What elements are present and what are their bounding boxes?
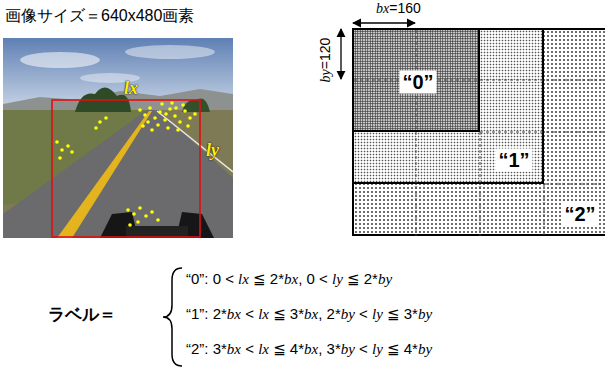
curly-brace [163,268,182,366]
rule-line: “2”: 3*bx < lx ≦ 4*bx, 3*by < ly ≦ 4*by [186,340,432,358]
cell-height-label: by=120 [317,38,335,83]
width-label: lx [124,78,138,100]
feature-points [55,101,197,227]
by-dimension-arrow [340,29,341,79]
region-label: “0” [399,71,436,94]
label-region: “0” [352,28,480,132]
label-region: “1” “0” [352,28,544,184]
region-label: “2” [561,203,598,226]
rule-line: “0”: 0 < lx ≦ 2*bx, 0 < ly ≦ 2*by [186,270,392,288]
photo-scene [3,38,233,238]
bx-dimension-arrow [353,22,415,23]
image-size-caption: 画像サイズ＝640x480画素 [5,6,194,25]
label-region: “2” “1” “0” [352,28,605,236]
rule-line: “1”: 2*bx < lx ≦ 3*bx, 2*by < ly ≦ 3*by [186,305,432,323]
height-label: ly [206,140,219,162]
label-heading: ラベル＝ [48,305,116,325]
region-label: “1” [495,149,532,172]
cell-width-label: bx=160 [376,0,421,18]
